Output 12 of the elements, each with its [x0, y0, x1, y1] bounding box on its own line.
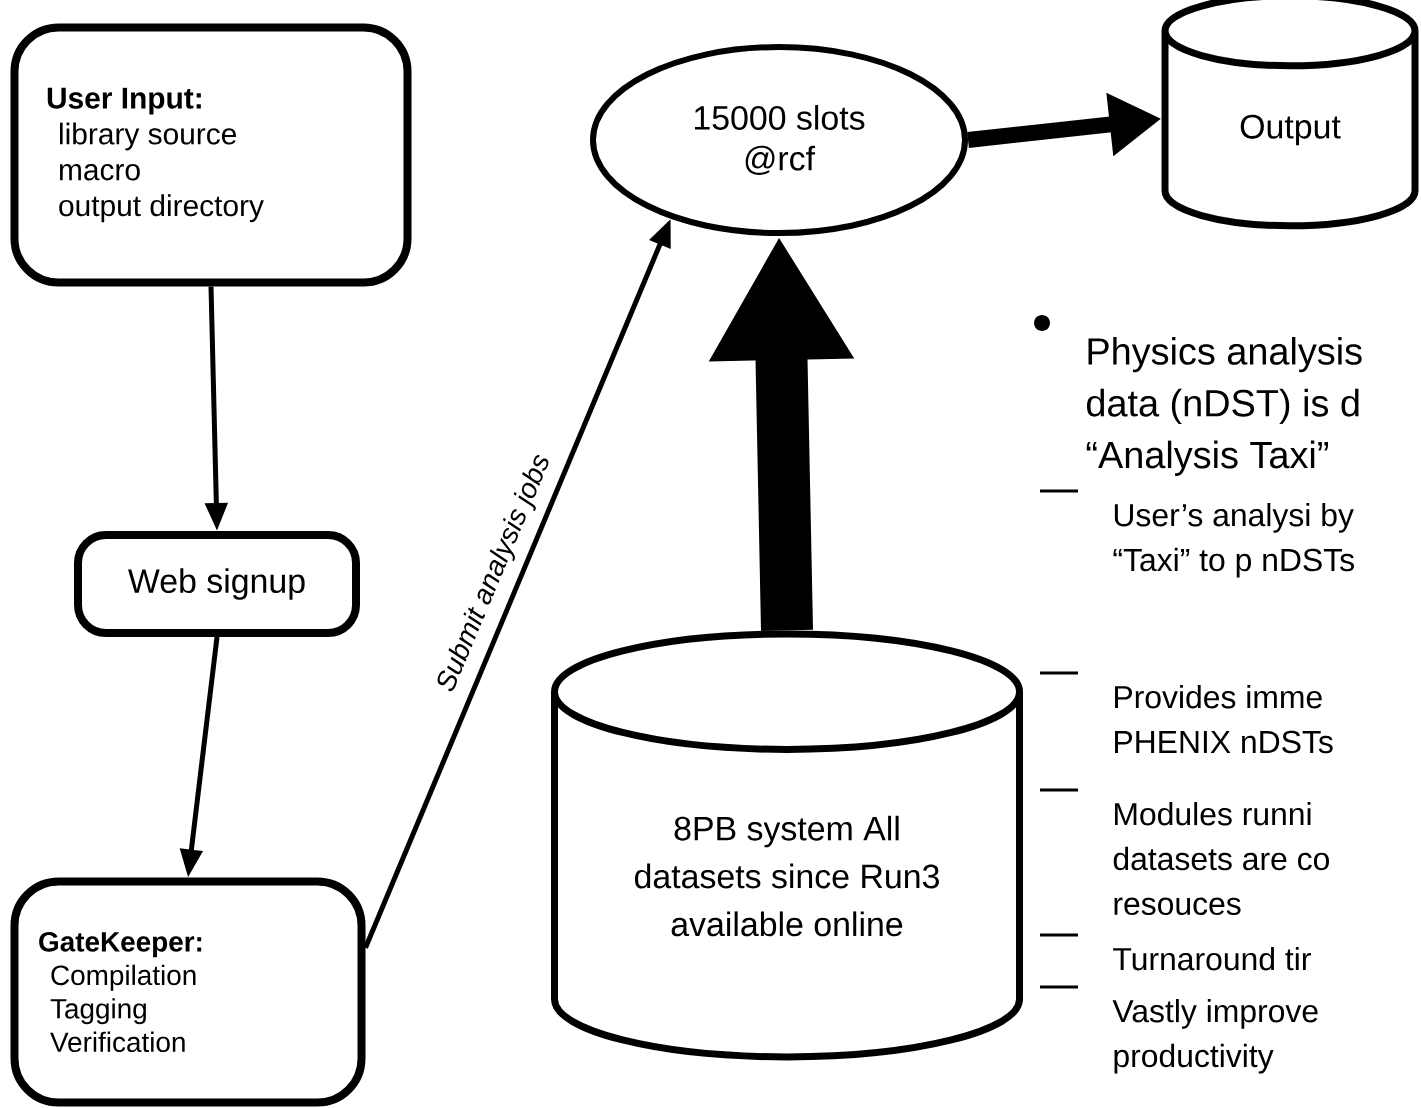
- bullet-text: Modules runni datasets are co resouces: [1113, 802, 1329, 916]
- rounded-box: GateKeeper: Compilation Tagging Verification: [10, 877, 366, 1107]
- rounded-box: Web signup: [74, 531, 360, 637]
- storage-cylinder: 8PB system All datasets since Run3 available online: [551, 630, 1023, 1061]
- bullet-text: Physics analysis data (nDST) is d “Analysis Taxi”: [1086, 337, 1362, 476]
- bullet-text: Provides imme PHENIX nDSTs: [1115, 685, 1333, 754]
- bullet-text: Vastly improve productivity: [1112, 999, 1318, 1074]
- storage-cylinder: Output: [1161, 0, 1419, 230]
- ellipse-node: 15000 slots @rcf: [590, 44, 968, 236]
- rounded-box: User Input: library source macro output directory: [10, 23, 412, 287]
- bullet-text: User’s analysi by “Taxi” to p nDSTs: [1113, 503, 1354, 578]
- bullet-text: Turnaround tir: [1113, 947, 1311, 971]
